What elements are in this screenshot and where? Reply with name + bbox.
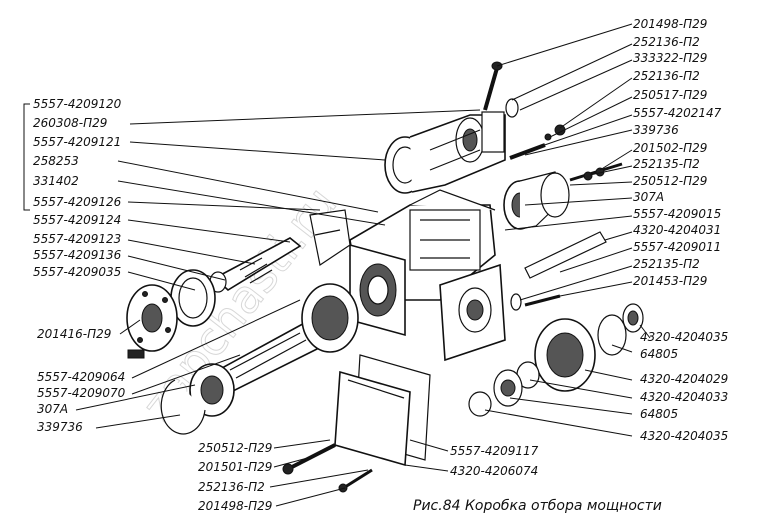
label-left-13: 5557-4209070 <box>37 386 126 400</box>
label-left-8: 5557-4209123 <box>33 232 121 246</box>
labels-bottom: 250512-П29 201501-П29 252136-П2 201498-П… <box>198 441 539 513</box>
label-right-1: 201498-П29 <box>633 17 707 31</box>
seal-ring <box>170 269 216 327</box>
label-right-15: 252135-П2 <box>633 257 700 271</box>
label-right-7: 339736 <box>633 123 679 137</box>
label-right-14: 5557-4209011 <box>633 240 721 254</box>
label-right-22: 4320-4204035 <box>640 429 728 443</box>
shift-housing <box>384 111 506 194</box>
exploded-parts <box>126 61 644 493</box>
label-right-4: 252136-П2 <box>633 69 700 83</box>
label-right-12: 5557-4209015 <box>633 207 721 221</box>
label-left-12: 5557-4209064 <box>37 370 125 384</box>
label-left-2: 260308-П29 <box>33 116 107 130</box>
label-right-13: 4320-4204031 <box>633 223 721 237</box>
gearbox-housing <box>309 189 506 362</box>
label-right-17: 4320-4204035 <box>640 330 728 344</box>
labels-left: 5557-4209120 260308-П29 5557-4209121 258… <box>33 97 126 434</box>
label-bottom-5: 5557-4209117 <box>450 444 539 458</box>
label-bottom-2: 201501-П29 <box>198 460 272 474</box>
label-left-10: 5557-4209035 <box>33 265 121 279</box>
figure-caption: Рис.84 Коробка отбора мощности <box>413 498 662 514</box>
label-right-2: 252136-П2 <box>633 35 700 49</box>
label-left-7: 5557-4209124 <box>33 213 121 227</box>
label-left-9: 5557-4209136 <box>33 248 122 262</box>
label-right-21: 64805 <box>640 407 678 421</box>
label-right-8: 201502-П29 <box>633 141 707 155</box>
intermediate-gear <box>468 303 644 417</box>
label-bottom-4: 201498-П29 <box>198 499 272 513</box>
label-left-5: 331402 <box>33 174 79 188</box>
label-right-11: 307А <box>633 190 664 204</box>
label-left-3: 5557-4209121 <box>33 135 121 149</box>
label-right-10: 250512-П29 <box>633 174 707 188</box>
label-left-1: 5557-4209120 <box>33 97 122 111</box>
label-right-6: 5557-4202147 <box>633 106 722 120</box>
label-right-16: 201453-П29 <box>633 274 707 288</box>
label-left-15: 339736 <box>37 420 83 434</box>
label-left-6: 5557-4209126 <box>33 195 122 209</box>
label-left-4: 258253 <box>33 154 79 168</box>
label-right-18: 64805 <box>640 347 678 361</box>
label-bottom-6: 4320-4206074 <box>450 464 538 478</box>
coupling <box>503 162 623 230</box>
label-bottom-3: 252136-П2 <box>198 480 265 494</box>
label-left-14: 307А <box>37 402 68 416</box>
main-shaft <box>160 283 359 435</box>
labels-right: 201498-П29 252136-П2 333322-П29 252136-П… <box>633 17 728 443</box>
end-cover <box>126 284 178 359</box>
label-right-5: 250517-П29 <box>633 88 707 102</box>
bottom-cover <box>334 354 431 467</box>
label-right-19: 4320-4204029 <box>640 372 728 386</box>
shift-lever <box>483 61 566 160</box>
axle-rod <box>510 231 607 311</box>
label-right-9: 252135-П2 <box>633 157 700 171</box>
label-bottom-1: 250512-П29 <box>198 441 272 455</box>
leader-lines <box>23 23 651 507</box>
label-right-20: 4320-4204033 <box>640 390 728 404</box>
label-right-3: 333322-П29 <box>633 51 707 65</box>
label-left-11: 201416-П29 <box>37 327 111 341</box>
